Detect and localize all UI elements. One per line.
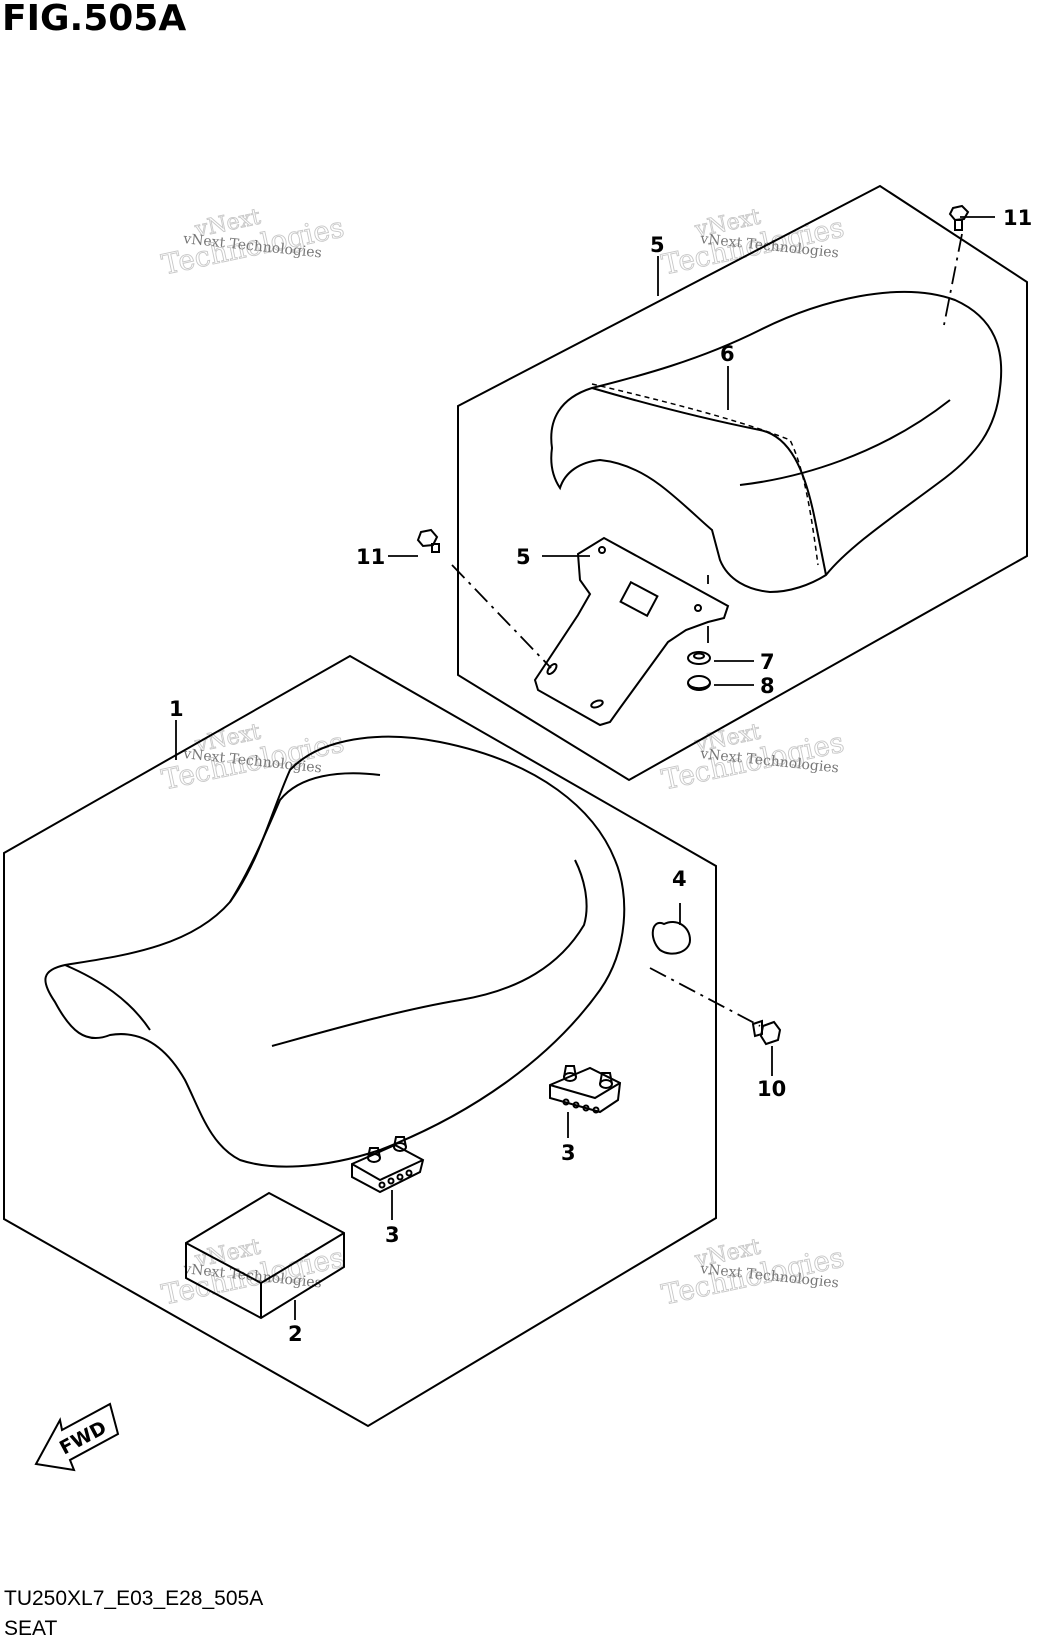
callout-3-left: 3 (385, 1223, 400, 1247)
figure-title: FIG.505A (2, 0, 187, 39)
leader-lines (175, 216, 995, 1320)
callout-2: 2 (288, 1322, 303, 1346)
clip-part-3-right (549, 1065, 622, 1114)
clip-part-3-left (351, 1136, 425, 1194)
cushion-part-9 (687, 675, 711, 691)
callout-10: 10 (757, 1077, 786, 1101)
bolt-part-10 (751, 1019, 782, 1046)
callout-1: 1 (169, 697, 184, 721)
callout-11-right: 11 (1003, 206, 1032, 230)
front-seat (44, 735, 626, 1168)
callout-3-right: 3 (561, 1141, 576, 1165)
callout-4: 4 (672, 867, 687, 891)
callout-labels: 5 6 11 11 5 7 8 1 4 10 3 3 2 (169, 206, 1032, 1346)
drawing-code: TU250XL7_E03_E28_505A (4, 1587, 264, 1610)
washer-part-8 (687, 651, 711, 665)
rear-seat-cushion (550, 290, 1003, 594)
callout-6: 5 (516, 545, 531, 569)
bolt-part-11-left (416, 528, 440, 553)
callout-5: 5 (650, 233, 665, 257)
cap-part-4 (651, 921, 692, 955)
seat-bracket (533, 536, 730, 727)
guide-lines (451, 233, 963, 1027)
block-part-2 (185, 1191, 345, 1320)
rear-seat-assembly-box (457, 184, 1028, 782)
callout-9: 8 (760, 674, 775, 698)
watermark-group: vNext Technologies vNext Technologies vN… (158, 204, 847, 1312)
callout-11-left: 11 (356, 545, 385, 569)
callout-8: 7 (760, 650, 775, 674)
fwd-arrow-icon: FWD (34, 1402, 120, 1472)
front-seat-assembly-box (3, 654, 717, 1428)
bolt-part-11-right (948, 204, 970, 231)
section-name: SEAT (4, 1617, 58, 1640)
callout-7: 6 (720, 342, 735, 366)
